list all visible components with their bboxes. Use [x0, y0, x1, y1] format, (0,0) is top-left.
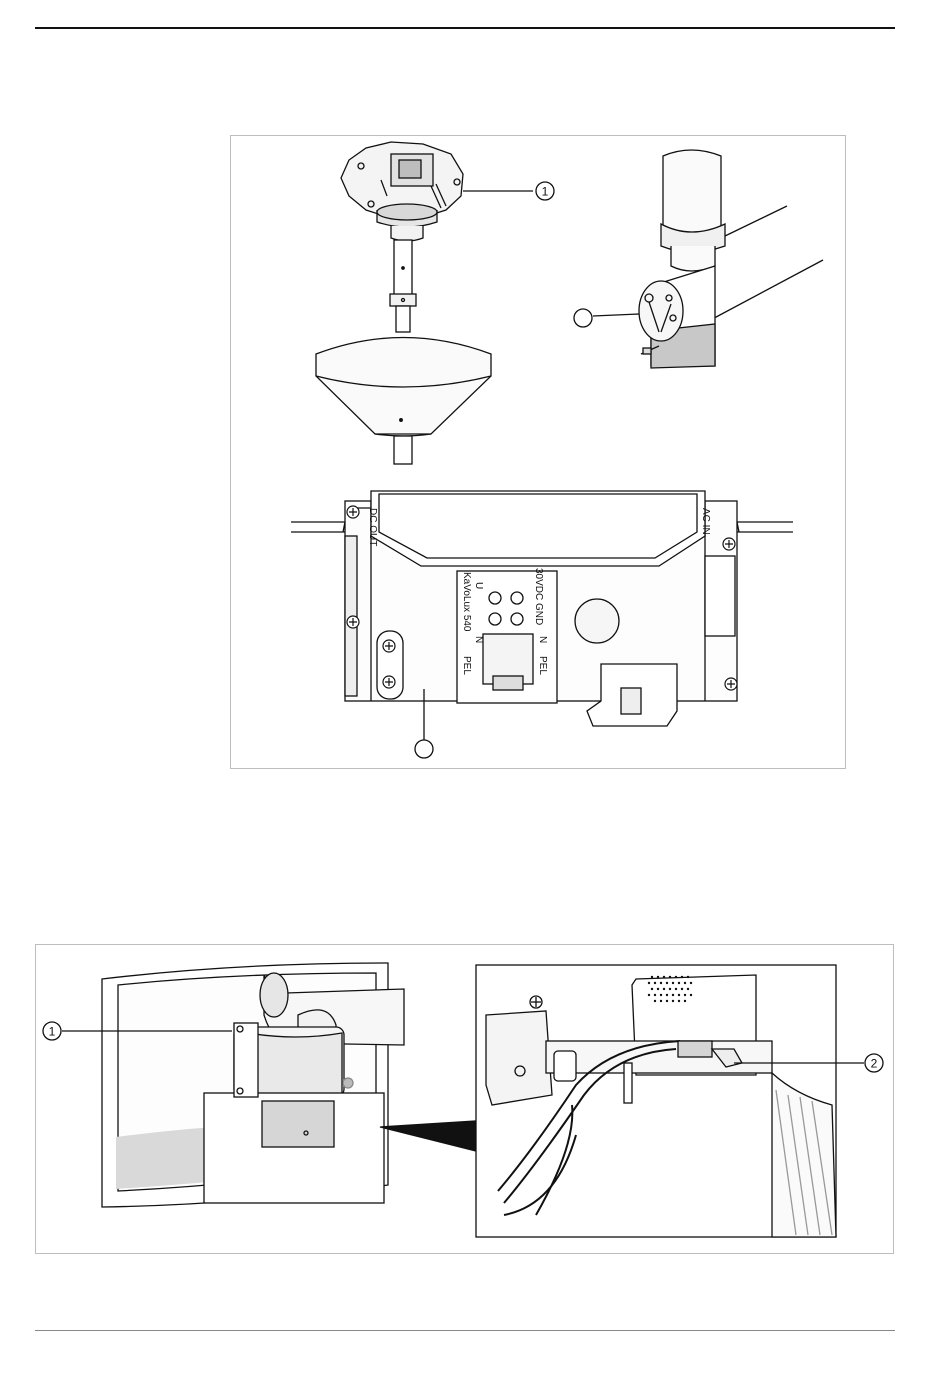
label-model: KaVoLux 540 [461, 572, 472, 632]
callout-marker-upper-right [574, 309, 592, 327]
speaker-grille-icon [343, 1078, 353, 1088]
label-u: U [473, 582, 484, 589]
label-n-left: N [473, 636, 484, 643]
label-ac-in: AC IN [700, 508, 711, 535]
label-voltage: 30VDC GND [533, 568, 544, 625]
lamp-mounting-illustration: 1 DC OUT AC IN 30VDC GND U KaVoLux 540 N… [231, 136, 845, 768]
cone-cover [316, 338, 491, 465]
detail-pointer [380, 1121, 476, 1151]
callout-1-text: 1 [542, 185, 549, 199]
label-pel-right: PEL [537, 656, 548, 675]
callout-2-text: 2 [871, 1057, 878, 1071]
suspension-arm [639, 150, 823, 368]
callout-marker-bottom [415, 740, 433, 758]
callout-1-text: 1 [49, 1025, 56, 1039]
figure-light-head-connection: 1 2 [35, 944, 894, 1254]
footer-rule [35, 1330, 895, 1331]
ceiling-mounting-plate [341, 142, 463, 241]
label-n-right: N [537, 636, 548, 643]
header-rule [35, 27, 895, 29]
ceiling-tube [390, 240, 416, 332]
label-dc-out: DC OUT [367, 508, 378, 546]
callout-leader-upper-right [593, 314, 639, 316]
label-pel-left: PEL [461, 656, 472, 675]
lamp-housing [102, 963, 404, 1207]
light-head-illustration: 1 2 [36, 945, 893, 1253]
figure-lamp-mounting: 1 DC OUT AC IN 30VDC GND U KaVoLux 540 N… [230, 135, 846, 769]
